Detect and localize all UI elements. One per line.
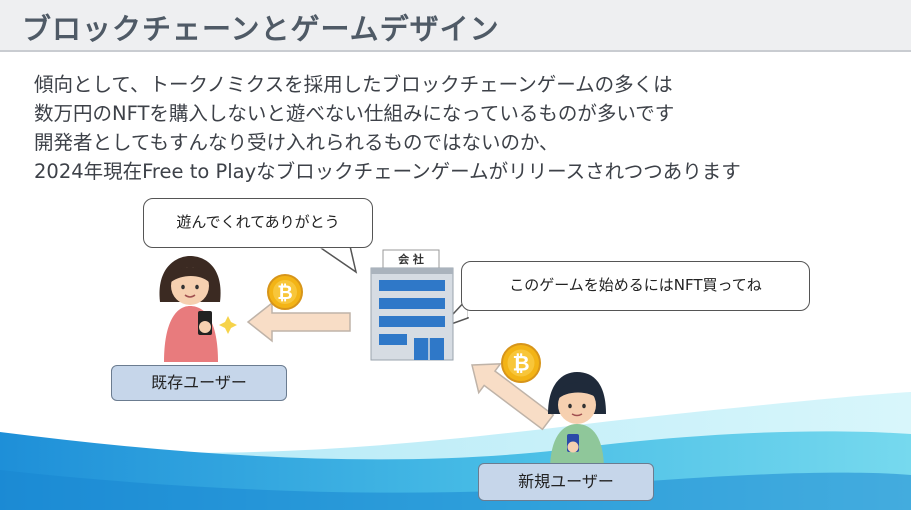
- speech-bubble-buy-nft: このゲームを始めるにはNFT買ってね: [461, 261, 810, 311]
- arrow-from-new-user-shape: [471, 363, 555, 431]
- body-text: 傾向として、トークノミクスを採用したブロックチェーンゲームの多くは 数万円のNF…: [34, 70, 894, 186]
- body-line-4: 2024年現在Free to Playなブロックチェーンゲームがリリースされつつ…: [34, 160, 741, 183]
- arrow-to-existing-user: [246, 301, 351, 343]
- new-user-icon: [548, 372, 606, 470]
- coin-icon-existing: ₿: [267, 274, 303, 310]
- speech-bubble-thanks: 遊んでくれてありがとう: [143, 198, 373, 248]
- body-line-1: 傾向として、トークノミクスを採用したブロックチェーンゲームの多くは: [34, 73, 673, 96]
- company-sign: 会 社: [398, 252, 424, 266]
- bubble1-tail: [315, 245, 358, 274]
- existing-user-label: 既存ユーザー: [111, 365, 287, 401]
- body-line-2: 数万円のNFTを購入しないと遊べない仕組みになっているものが多いです: [34, 102, 675, 125]
- svg-text:₿: ₿: [512, 352, 529, 376]
- coin-icon-new: ₿: [501, 343, 541, 383]
- body-line-3: 開発者としてもすんなり受け入れられるものではないのか、: [34, 131, 559, 154]
- svg-text:₿: ₿: [277, 282, 292, 304]
- slide-title: ブロックチェーンとゲームデザイン: [22, 12, 500, 46]
- title-bar: ブロックチェーンとゲームデザイン: [0, 0, 911, 52]
- existing-user-icon: [159, 256, 237, 362]
- new-user-label: 新規ユーザー: [478, 463, 654, 501]
- wave-dark: [0, 470, 911, 510]
- company-building-icon: 会 社: [370, 249, 454, 361]
